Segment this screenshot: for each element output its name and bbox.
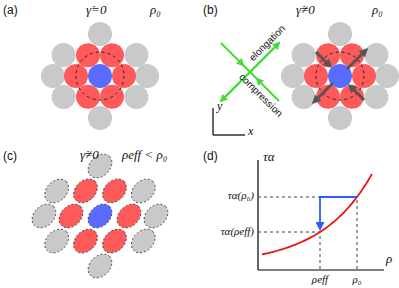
tagged-particle	[83, 199, 116, 232]
compression-arrow	[221, 43, 243, 65]
displacement-arrow	[350, 86, 364, 100]
flow-label: compression	[237, 71, 285, 119]
neighbor-particle	[124, 43, 148, 67]
axis-label: ρ	[386, 252, 392, 266]
shear-rate: γ̇≠0	[296, 3, 315, 17]
axis-line	[212, 108, 213, 135]
neighbor-particle	[292, 43, 316, 67]
tick-label: ρ₀	[352, 273, 361, 285]
neighbor-particle	[135, 64, 159, 88]
particle-cluster	[281, 22, 399, 130]
displacement-arrow	[347, 50, 366, 69]
neighbor-particle	[41, 64, 65, 88]
neighbor-particle	[83, 249, 116, 282]
neighbor-particle	[328, 106, 352, 130]
cage-particle	[100, 43, 124, 67]
neighbor-particle	[292, 85, 316, 109]
cage-particle	[76, 43, 100, 67]
neighbor-particle	[364, 43, 388, 67]
neighbor-particle	[124, 85, 148, 109]
axis-line	[258, 269, 384, 270]
shear-rate: γ̇≠0	[80, 148, 99, 162]
cage-particle	[316, 43, 340, 67]
neighbor-particle	[127, 174, 160, 207]
cage-particle	[112, 199, 145, 232]
shear-rate: γ̇=0	[86, 3, 106, 17]
neighbor-particle	[139, 199, 172, 232]
panel-letter: (d)	[203, 150, 218, 163]
cage-particle	[54, 199, 87, 232]
flow-label: elongation	[247, 23, 287, 63]
tagged-particle	[88, 64, 112, 88]
tick-label: ρeff	[312, 273, 328, 285]
neighbor-particle	[27, 199, 60, 232]
cage-particle	[98, 224, 131, 257]
displacement-arrow	[316, 52, 330, 66]
neighbor-particle	[40, 224, 73, 257]
tick-label: τα(ρeff)	[221, 225, 254, 237]
neighbor-particle	[88, 106, 112, 130]
panel-letter: (a)	[3, 4, 18, 17]
neighbor-particle	[52, 85, 76, 109]
neighbor-particle	[375, 64, 399, 88]
neighbor-particle	[88, 22, 112, 46]
relaxation-curve	[262, 174, 372, 255]
density: ρ₀	[150, 3, 161, 17]
neighbor-particle	[40, 174, 73, 207]
neighbor-particle	[52, 43, 76, 67]
neighbor-particle	[328, 22, 352, 46]
neighbor-particle	[281, 64, 305, 88]
cage-particle	[98, 174, 131, 207]
shift-arrow	[320, 197, 357, 228]
tick-label: τα(ρ₀)	[228, 189, 254, 201]
cage-outline	[76, 52, 124, 100]
panel-letter: (b)	[203, 4, 218, 17]
panel-letter: (c)	[3, 150, 17, 163]
neighbor-particle	[364, 85, 388, 109]
density: ρeff < ρ₀	[122, 148, 167, 162]
axis-label: τα	[263, 150, 274, 164]
cage-particle	[69, 174, 102, 207]
displacement-arrow	[314, 83, 333, 102]
particle-cluster	[41, 22, 159, 130]
axis-line	[257, 160, 258, 270]
axis-label: y	[217, 100, 222, 113]
neighbor-particle	[127, 224, 160, 257]
cage-particle	[69, 224, 102, 257]
guide-line	[258, 197, 357, 270]
density: ρ₀	[372, 3, 383, 17]
axis-label: x	[248, 125, 253, 138]
particle-cluster	[27, 149, 172, 282]
axis-line	[213, 134, 245, 135]
